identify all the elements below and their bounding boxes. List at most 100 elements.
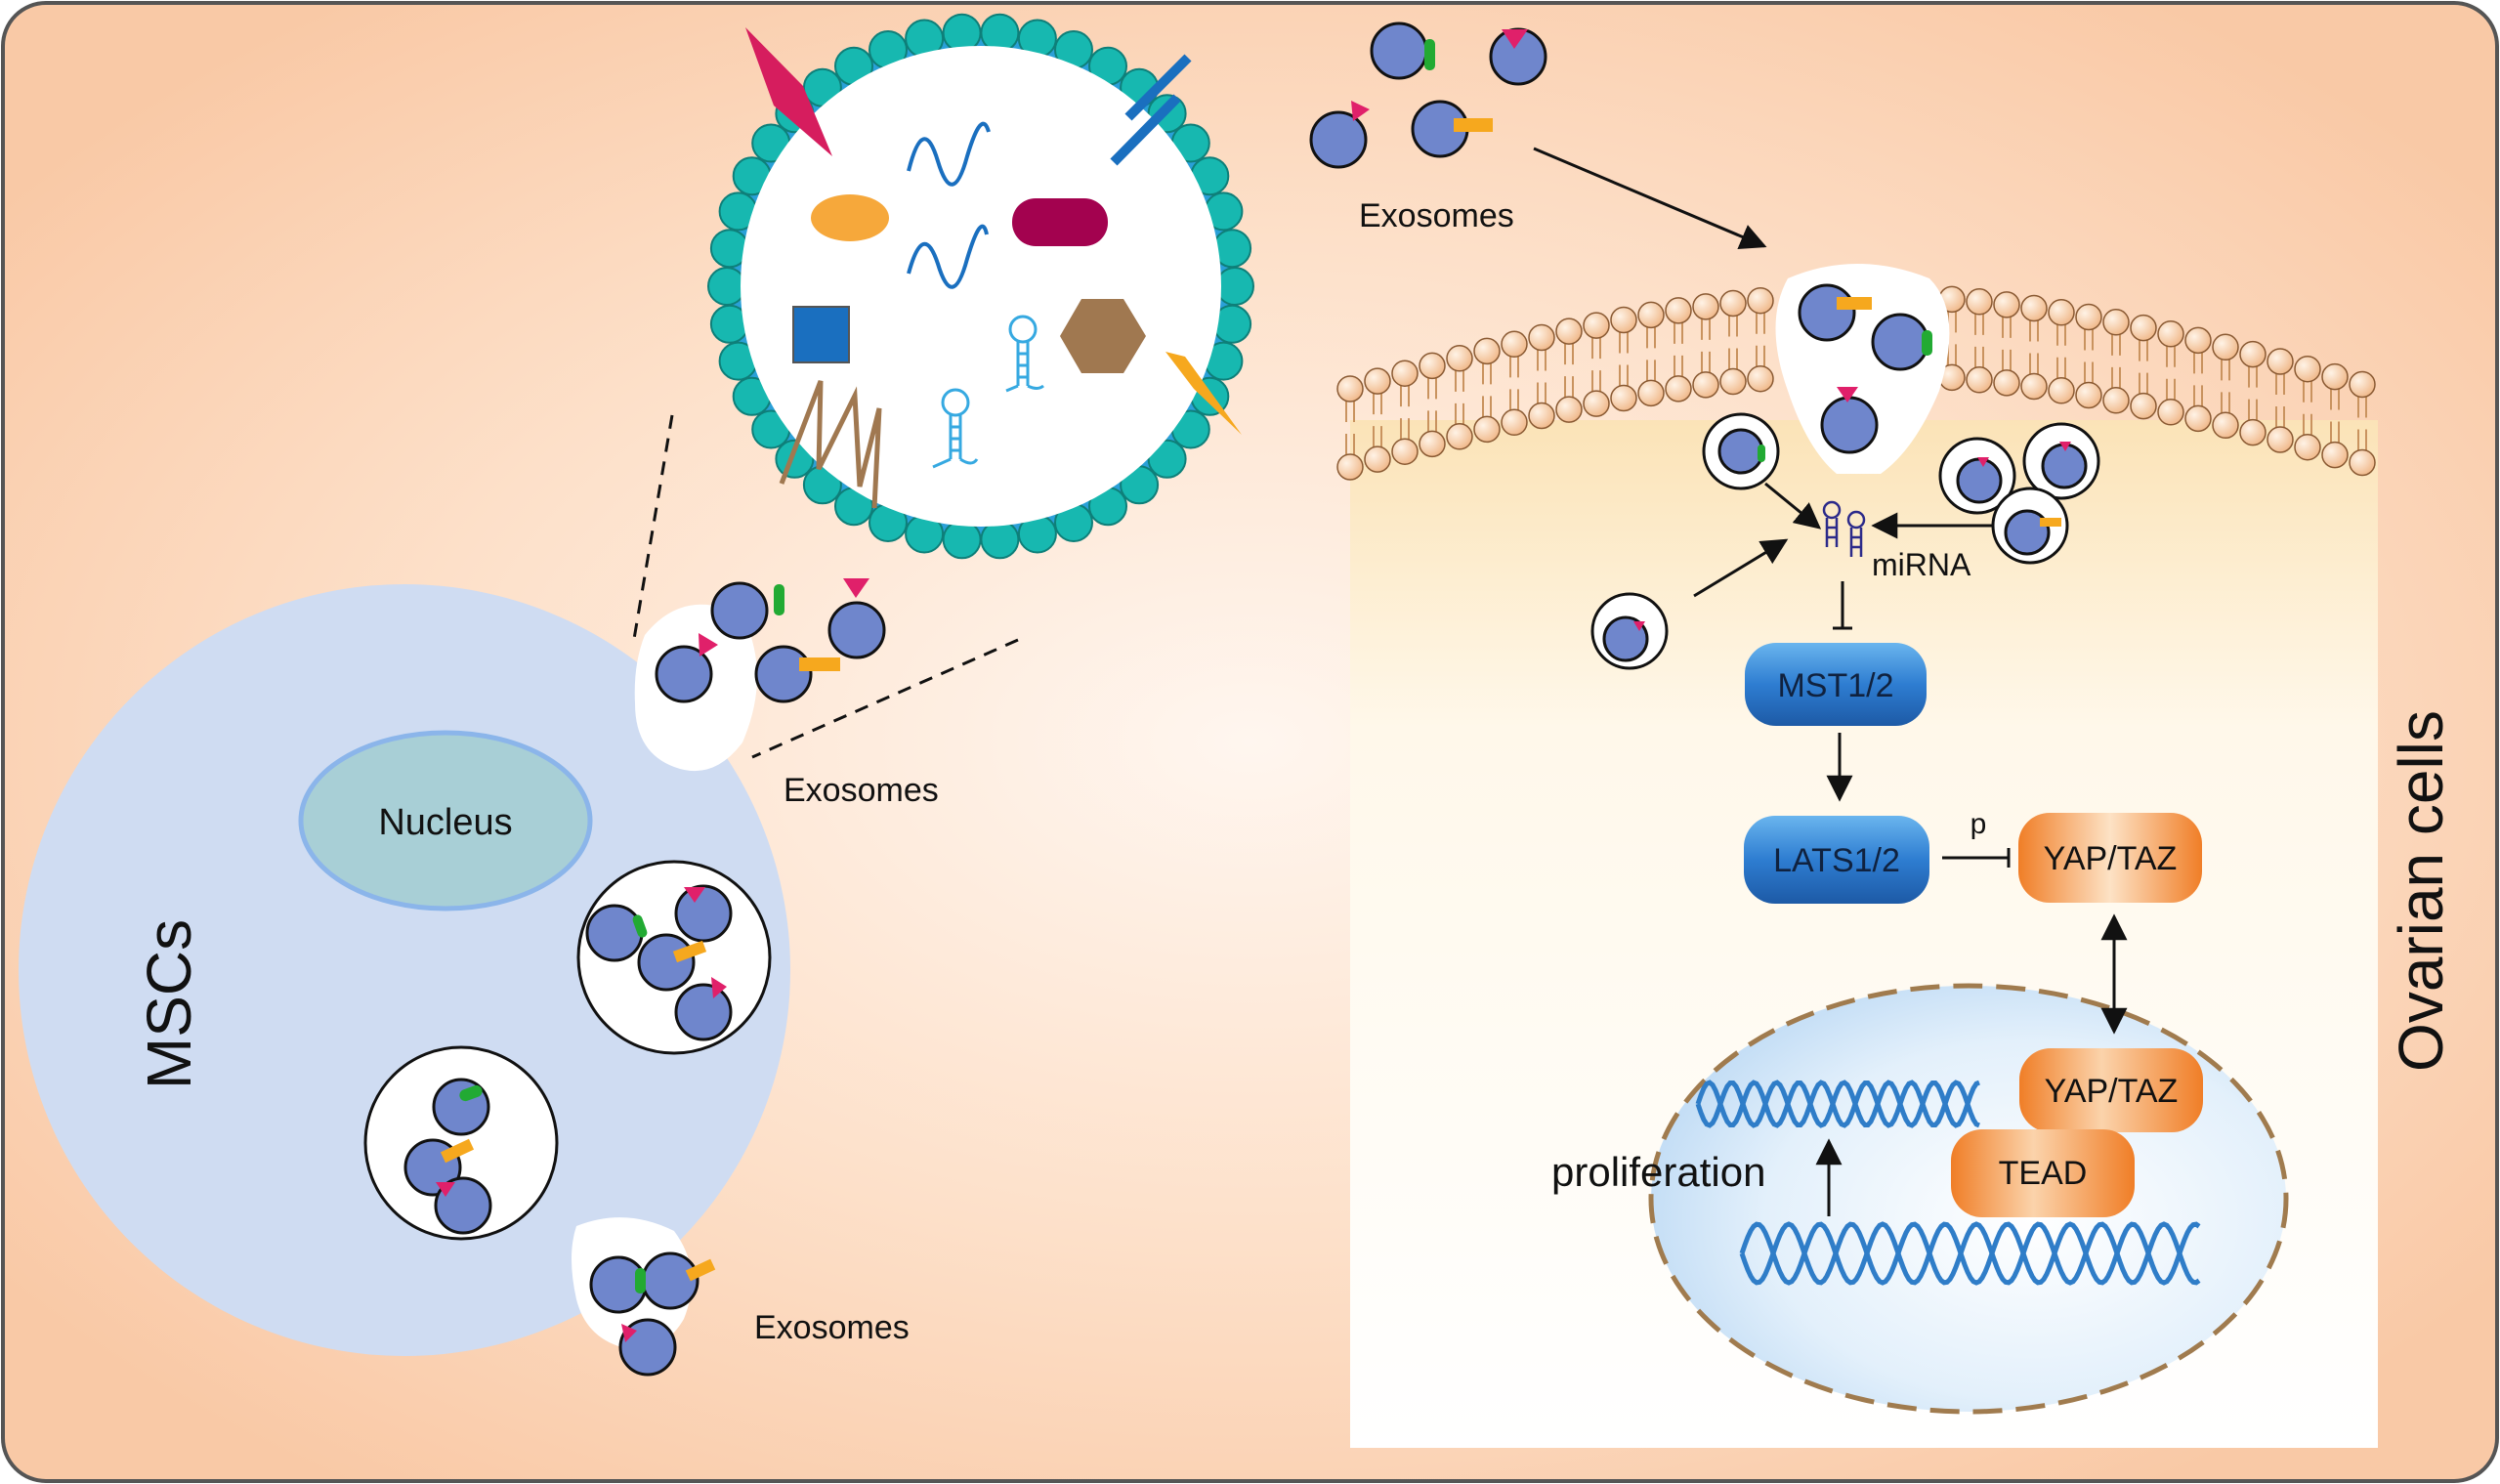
membrane-bead [1215,267,1254,306]
lipid-head [2102,309,2130,336]
lipid-tail [2029,318,2039,377]
transmembrane-coil [779,380,882,509]
protein-blue-square [792,306,850,363]
lipid-head [1528,402,1555,430]
exosome-lumen [741,46,1221,527]
protein-brown-hexagon [1060,299,1146,373]
lipid-tail [1345,399,1355,457]
lipid-head [1747,286,1774,315]
lipid-head [2184,404,2212,433]
lipid-head [2157,399,2184,426]
lipid-head [2075,303,2102,331]
membrane-bead [980,13,1020,53]
lipid-tail [2221,357,2230,416]
lipid-head [2048,377,2075,404]
lipid-head [2130,392,2157,420]
lipid-bilayer [1336,285,2376,481]
lipid-head [1583,312,1610,339]
zoom-lines [631,414,1019,759]
yap-taz-nucleus-label: YAP/TAZ [2045,1073,2179,1110]
protein-pink-diamond [745,27,832,156]
nucleus-shape [298,730,593,912]
lipid-tail [2193,350,2203,409]
lipid-head [1665,297,1692,324]
lipid-head [1391,360,1419,387]
lipid-head [1993,369,2020,397]
mirna-label: miRNA [1872,547,1971,582]
lipid-tail [1619,329,1629,389]
lipid-head [2075,381,2102,409]
lipid-head [1692,293,1719,320]
lipid-head [1555,396,1583,423]
lipid-tail [2139,337,2148,397]
lipid-head [2294,355,2321,383]
lipid-head [1610,306,1637,334]
lipid-head [2294,433,2321,461]
lipid-head [2157,320,2184,348]
lipid-head [1665,375,1692,403]
lipid-head [1473,337,1501,365]
endosome-2 [1938,437,2016,515]
lipid-head [1446,345,1473,372]
lipid-head [1364,367,1391,395]
protein-blue-double-bar [1110,54,1192,166]
exosomes-mid-label: Exosomes [784,772,939,809]
lipid-head [1966,366,1993,394]
endosome-3 [2022,422,2100,500]
lipid-tail [1509,354,1519,413]
lipid-head [1336,453,1364,481]
lipid-head [1336,375,1364,403]
yap-taz-nucleus-node: YAP/TAZ [2019,1048,2203,1132]
msc-body [19,584,790,1356]
protein-maroon-pill [1012,198,1108,246]
lipid-head [1583,390,1610,417]
lipid-head [1364,445,1391,473]
lipid-head [1993,291,2020,318]
ovarian-cells-label: Ovarian cells [2386,710,2456,1072]
proliferation-label: proliferation [1551,1149,1765,1195]
lipid-tail [2056,321,2066,381]
yap-taz-cytoplasm-node: YAP/TAZ [2018,813,2202,903]
arrow-endosome1-to-mirna [1764,482,1822,530]
lipid-head [1966,288,1993,316]
lipid-head [2102,387,2130,414]
lipid-head [1501,408,1528,437]
yap-taz-cytoplasm-label: YAP/TAZ [2044,840,2178,877]
endosome-4 [1991,487,2069,565]
p-label: p [1970,808,1987,840]
lipid-tail [1564,341,1574,401]
lats-node: LATS1/2 [1744,816,1929,904]
lipid-tail [1646,324,1656,384]
lipid-head [1747,364,1774,393]
lipid-head [2321,441,2349,469]
lipid-tail [1427,375,1437,435]
lipid-head [1637,379,1665,407]
lipid-head [1419,430,1446,458]
lipid-tail [1400,383,1410,443]
arrow-endosome5-to-mirna [1693,538,1789,598]
lipid-head [2212,333,2239,361]
lipid-tail [2002,314,2012,373]
lipid-tail [1455,367,1464,427]
membrane-bead [980,520,1020,560]
lipid-tail [1482,360,1492,420]
lipid-head [1501,330,1528,359]
exosomes-top-label: Exosomes [1359,197,1514,234]
lipid-head [2020,294,2048,322]
mirna-icon [1822,500,1866,557]
mscs-label: MSCs [134,919,204,1089]
lipid-tail [2330,386,2340,445]
lipid-tail [1974,311,1984,370]
lipid-head [1419,352,1446,380]
endocytosis-pocket [1775,264,1950,474]
lipid-tail [2248,363,2258,423]
multivesicular-body-2 [363,1045,559,1241]
lipid-tail [2166,343,2176,403]
membrane-bead [942,13,982,53]
mirna-hairpin-icon [932,315,1044,469]
multivesicular-body-1 [576,860,772,1055]
arrow-top-exosomes-to-membrane [1533,147,1767,249]
membrane-bead [707,267,746,306]
mst-node: MST1/2 [1745,643,1927,726]
